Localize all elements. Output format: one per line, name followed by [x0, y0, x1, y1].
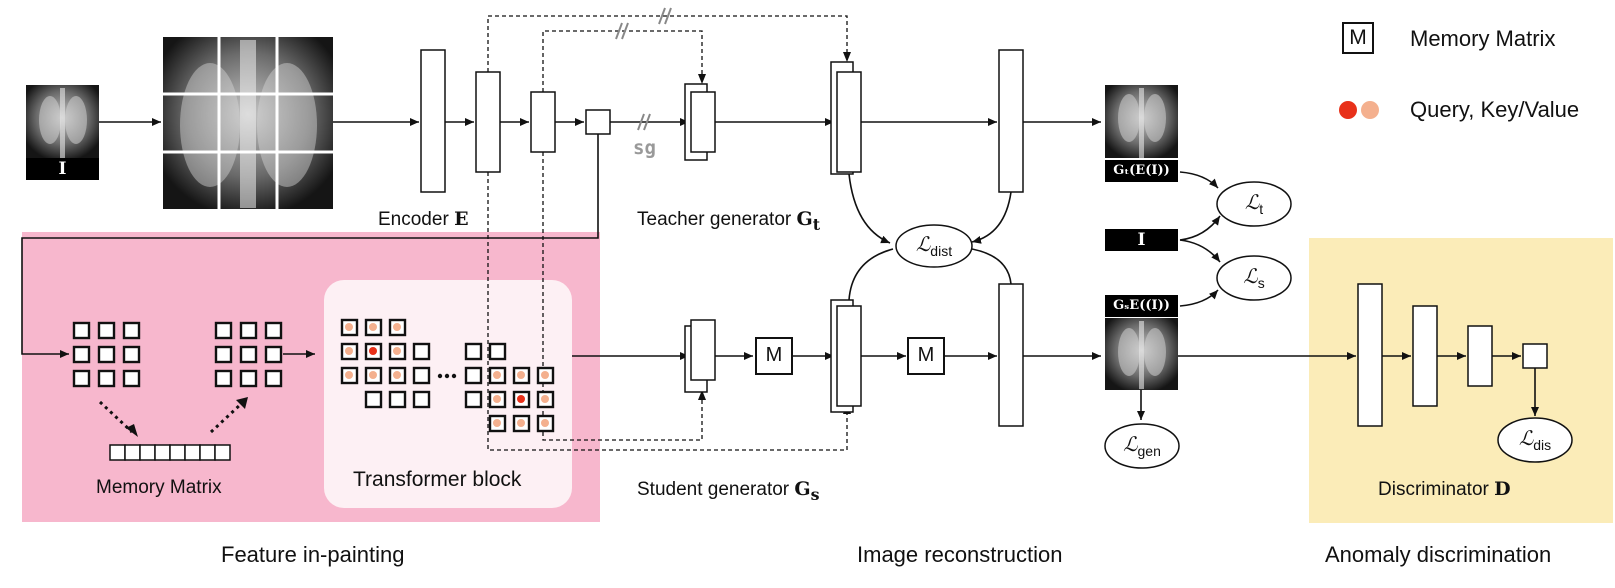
disc-block-2: [1412, 305, 1438, 407]
disc-block-4: [1522, 343, 1548, 369]
input-xray-image: [26, 85, 99, 158]
encoder-block-2: [475, 71, 501, 173]
section-image-reconstruction: Image reconstruction: [857, 542, 1063, 567]
input-reference-tag: I: [1105, 229, 1178, 251]
teacher-output-tag: Gₜ(E(I)): [1105, 160, 1178, 182]
loss-t-symbol: ℒ: [1244, 190, 1260, 214]
loss-s: ℒs: [1217, 264, 1291, 291]
loss-gen-sub: gen: [1137, 443, 1161, 459]
discriminator-label-text: Discriminator: [1378, 479, 1489, 500]
loss-dis-symbol: ℒ: [1518, 426, 1534, 450]
loss-gen-ellipse: [1104, 423, 1180, 469]
loss-s-symbol: ℒ: [1243, 264, 1258, 288]
loss-s-sub: s: [1257, 275, 1265, 291]
teacher-output-xray: [1105, 85, 1178, 158]
encoder-block-3: [530, 91, 556, 153]
memory-module-2-label: M: [917, 344, 935, 366]
section-anomaly-discrimination: Anomaly discrimination: [1325, 542, 1552, 567]
student-output-xray: [1105, 318, 1178, 390]
loss-dis-sub: dis: [1533, 437, 1552, 453]
loss-dis-ellipse: [1497, 417, 1573, 463]
input-image-tag: I: [26, 158, 99, 180]
loss-t: ℒt: [1217, 190, 1291, 217]
loss-t-sub: t: [1259, 201, 1264, 217]
legend-query-label: Query, Key/Value: [1410, 97, 1580, 122]
memory-output-grid: [214, 321, 283, 388]
encoder-label: Encoder E: [378, 208, 469, 231]
student-output-tag: GₛE((I)): [1105, 295, 1178, 317]
memory-module-2: [907, 337, 945, 375]
patch-grid: [163, 37, 333, 209]
discriminator-label: Discriminator D: [1378, 478, 1511, 501]
discriminator-symbol: D: [1494, 478, 1511, 500]
student-label-text: Student generator: [637, 479, 790, 500]
teacher-sub: t: [812, 214, 821, 234]
memory-matrix-label: Memory Matrix: [96, 477, 222, 498]
loss-dist-symbol: ℒ: [915, 232, 931, 256]
loss-dis: ℒdis: [1498, 426, 1572, 453]
disc-block-3: [1467, 325, 1493, 387]
memory-matrix-bar: [109, 444, 231, 461]
memory-query-grid: [72, 321, 141, 388]
transformer-panel: [324, 280, 572, 508]
student-block-3: [998, 283, 1024, 427]
loss-s-ellipse: [1216, 255, 1292, 301]
legend-memory-box-label: M: [1349, 26, 1367, 49]
teacher-block-2: [836, 71, 862, 173]
encoder-block-4: [585, 109, 611, 135]
legend-query-dot: [1339, 101, 1357, 119]
loss-gen-symbol: ℒ: [1123, 432, 1138, 456]
memory-module-1-label: M: [765, 344, 783, 366]
loss-dist-ellipse: [895, 224, 973, 268]
disc-block-1: [1357, 283, 1383, 427]
student-sub: s: [810, 484, 820, 504]
teacher-block-1: [690, 91, 716, 153]
loss-dist-sub: dist: [930, 243, 953, 259]
encoder-block-1: [420, 49, 446, 193]
student-label: Student generator Gs: [637, 478, 820, 505]
section-feature-inpainting: Feature in-painting: [221, 542, 405, 567]
legend-memory-box: [1342, 22, 1374, 54]
stop-gradient-label: sg: [633, 137, 656, 159]
loss-gen: ℒgen: [1105, 432, 1179, 459]
teacher-label-text: Teacher generator: [637, 209, 792, 230]
teacher-symbol: G: [796, 208, 813, 230]
encoder-label-text: Encoder: [378, 209, 449, 230]
teacher-label: Teacher generator Gt: [637, 208, 820, 235]
loss-t-ellipse: [1216, 181, 1292, 227]
teacher-block-3: [998, 49, 1024, 193]
legend-key-dot: [1361, 101, 1379, 119]
encoder-symbol: E: [454, 208, 469, 230]
student-symbol: G: [794, 478, 811, 500]
student-block-2: [836, 305, 862, 407]
student-block-1: [690, 319, 716, 381]
transformer-block-label: Transformer block: [353, 468, 522, 491]
legend-memory-label: Memory Matrix: [1410, 26, 1556, 51]
loss-dist: ℒdist: [896, 232, 972, 259]
